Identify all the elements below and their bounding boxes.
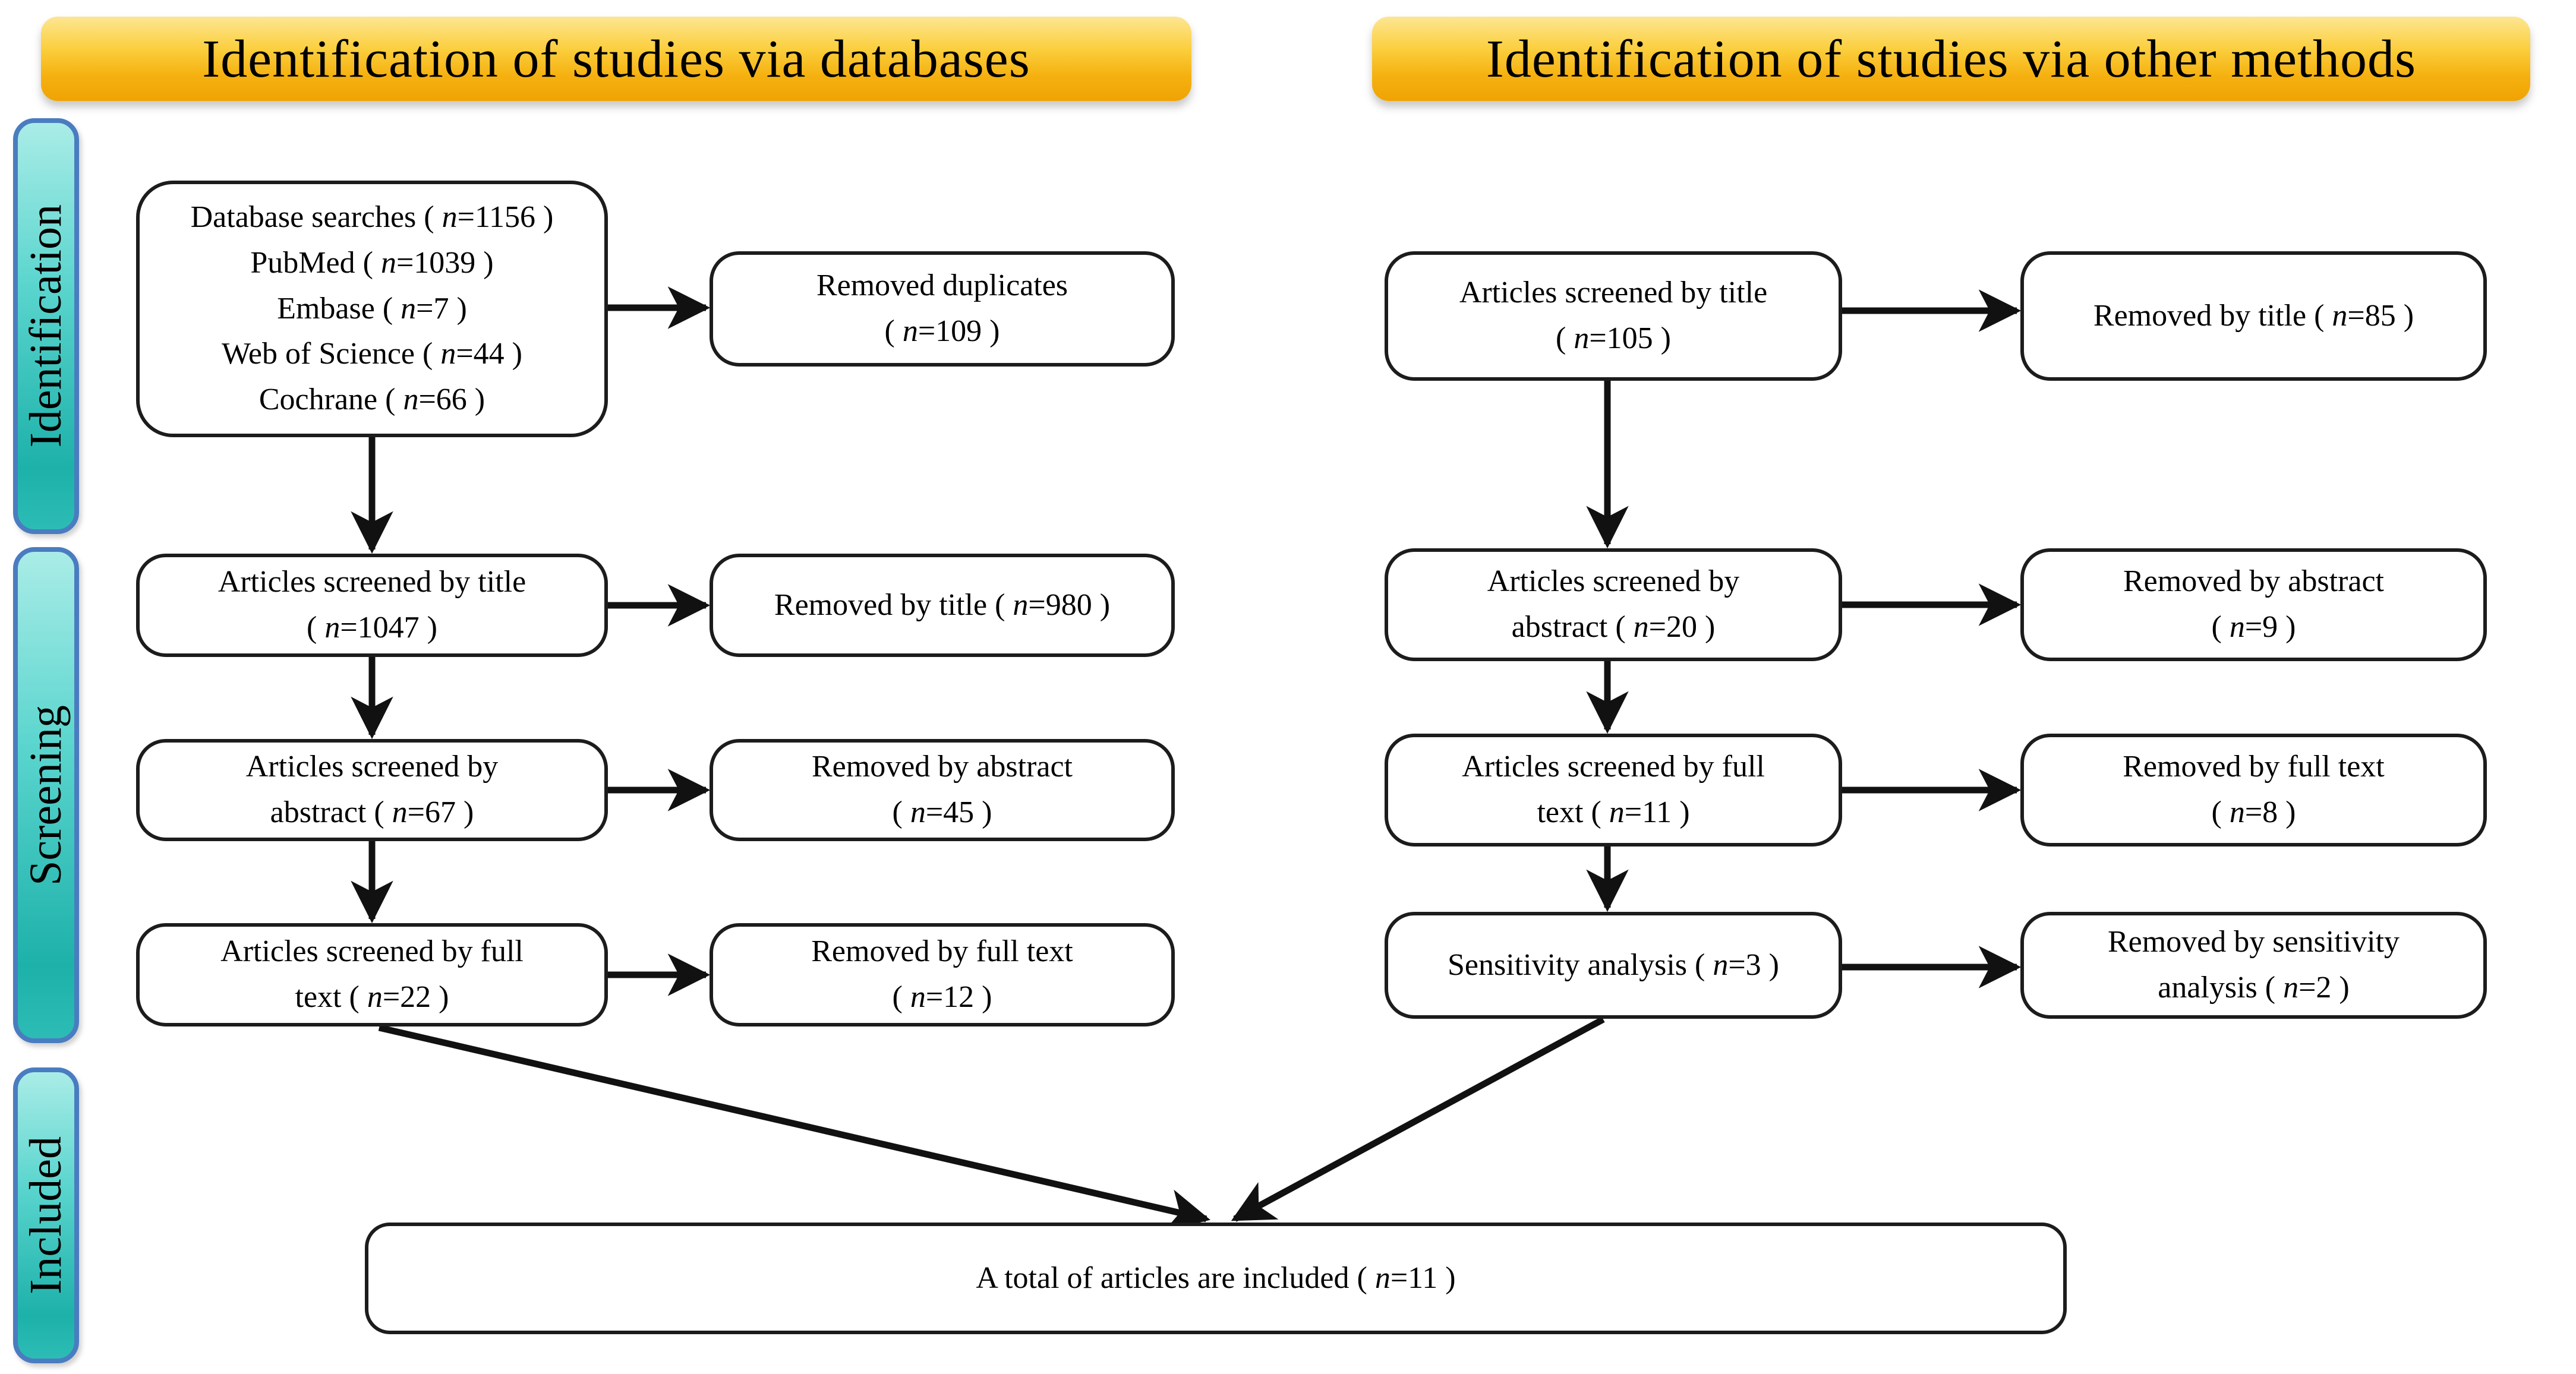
stage-tab-identification: Identification bbox=[13, 118, 79, 534]
box-left-removed-fulltext: Removed by full text ( n=12 ) bbox=[710, 923, 1175, 1026]
box-right-removed-fulltext: Removed by full text ( n=8 ) bbox=[2020, 734, 2487, 846]
box-left-screened-fulltext: Articles screened by full text( n=22 ) bbox=[136, 923, 608, 1026]
box-right-removed-title: Removed by title( n=85 ) bbox=[2020, 251, 2487, 381]
arrow-sensitivity-to-total bbox=[1231, 1016, 1605, 1222]
box-removed-sensitivity: Removed by sensitivity analysis( n=2 ) bbox=[2020, 912, 2487, 1019]
banner-other-methods: Identification of studies via other meth… bbox=[1372, 17, 2530, 101]
banner-other-methods-label: Identification of studies via other meth… bbox=[1486, 29, 2417, 89]
box-left-removed-title: Removed by title( n=980 ) bbox=[710, 554, 1175, 657]
box-total-included: A total of articles are included( n=11 ) bbox=[365, 1223, 2067, 1334]
box-right-screened-fulltext: Articles screened by full text( n=11 ) bbox=[1385, 734, 1842, 846]
box-left-removed-abstract: Removed by abstract ( n=45 ) bbox=[710, 739, 1175, 841]
banner-databases-label: Identification of studies via databases bbox=[202, 29, 1030, 89]
box-left-screened-title: Articles screened by title ( n=1047 ) bbox=[136, 554, 608, 657]
stage-tab-included: Included bbox=[13, 1067, 79, 1363]
box-sensitivity-analysis: Sensitivity analysis( n=3 ) bbox=[1385, 912, 1842, 1019]
box-database-searches: Database searches( n=1156 ) PubMed( n=10… bbox=[136, 181, 608, 437]
box-right-screened-abstract: Articles screened by abstract( n=20 ) bbox=[1385, 548, 1842, 661]
arrow-left-fulltext-to-total bbox=[378, 1024, 1210, 1231]
banner-databases: Identification of studies via databases bbox=[41, 17, 1191, 101]
box-removed-duplicates: Removed duplicates ( n=109 ) bbox=[710, 251, 1175, 367]
stage-tab-screening: Screening bbox=[13, 547, 79, 1043]
box-right-removed-abstract: Removed by abstract ( n=9 ) bbox=[2020, 548, 2487, 661]
box-left-screened-abstract: Articles screened by abstract( n=67 ) bbox=[136, 739, 608, 841]
box-right-screened-title: Articles screened by title ( n=105 ) bbox=[1385, 251, 1842, 381]
